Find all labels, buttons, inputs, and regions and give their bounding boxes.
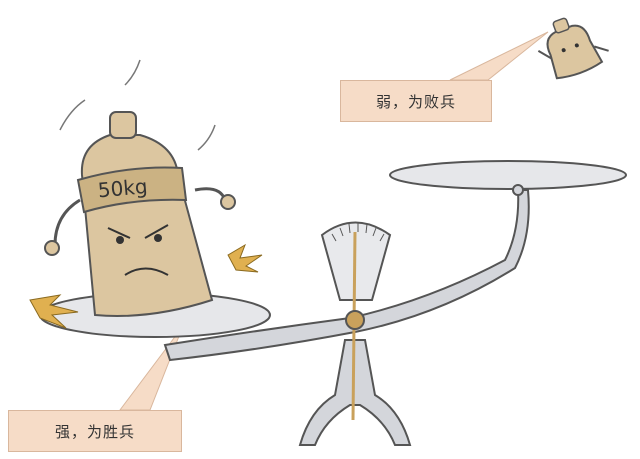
impact-spark-icon <box>29 243 263 329</box>
weight-label: 50kg <box>97 174 149 202</box>
callout-weak: 弱，为败兵 <box>340 80 492 122</box>
light-weight-character <box>537 17 609 80</box>
heavy-weight-character <box>44 59 236 317</box>
scale-pan-right <box>389 160 627 190</box>
scale-pan-right-joint <box>512 184 524 196</box>
callout-pointer-strong <box>119 325 184 411</box>
scale-pivot <box>345 310 365 330</box>
scale-gauge-ticks <box>331 223 385 242</box>
callout-pointer-weak <box>449 31 549 81</box>
callout-strong: 强，为胜兵 <box>8 410 182 452</box>
